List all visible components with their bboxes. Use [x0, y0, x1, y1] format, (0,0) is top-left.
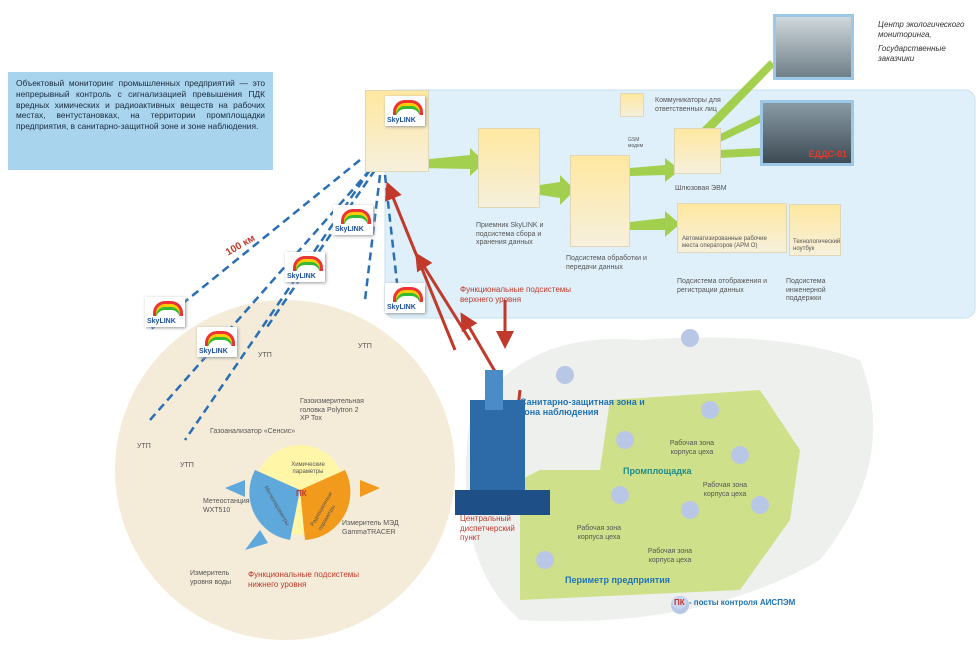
communicators-label: Коммуникаторы для ответственных лиц	[655, 97, 721, 113]
gamma-label: Измеритель МЭД GammaTRACER	[342, 520, 399, 536]
gas-head-label: Газоизмерительная головка Polytron 2 XP …	[300, 398, 364, 422]
processing-rack	[570, 155, 630, 247]
skylink-logo: SkyLINK	[145, 297, 185, 327]
central-dispatch-label: Центральный диспетчерский пункт	[460, 514, 515, 542]
notebook: Технологический ноутбук	[789, 204, 841, 256]
pk-center-label: ПК	[296, 489, 307, 498]
aispem-posts	[536, 329, 769, 614]
water-label: Измеритель уровня воды	[190, 570, 232, 586]
utp-label: УТП	[137, 443, 151, 450]
central-building	[455, 370, 550, 515]
communicator-device	[620, 93, 644, 117]
receiver-label: Приемник SkyLINK и подсистема сбора и хр…	[476, 222, 544, 246]
legend-text: - посты контроля	[688, 598, 758, 607]
gateway-label: Шлюзовая ЭВМ	[675, 185, 727, 192]
processing-label: Подсистема обработки и передачи данных	[566, 255, 647, 271]
skylink-logo: SkyLINK	[285, 252, 325, 282]
arm-workstations: Автоматизированные рабочие места операто…	[677, 203, 787, 253]
display-label: Подсистема отображения и регистрации дан…	[677, 278, 767, 294]
receiver-rack	[478, 128, 540, 208]
chem-params-label: Химические параметры	[291, 462, 325, 475]
monitoring-center-photo	[773, 14, 854, 80]
engineering-label: Подсистема инженерной поддержки	[786, 278, 826, 302]
customers-label: Государственные заказчики	[878, 44, 946, 63]
meteo-label: Метеостанция WXT510	[203, 498, 250, 514]
workzone-label: Рабочая зона корпуса цеха	[647, 548, 693, 564]
industrial-site-label: Промплощадка	[623, 466, 692, 476]
perimeter-label: Периметр предприятия	[565, 575, 671, 585]
legend-pk-icon: ПК	[672, 596, 687, 609]
arm-label: Автоматизированные рабочие места операто…	[682, 236, 767, 249]
utp-label: УТП	[258, 352, 272, 359]
upper-level-label: Функциональные подсистемы верхнего уровн…	[460, 285, 572, 304]
skylink-logo: SkyLINK	[385, 283, 425, 313]
industrial-zone	[520, 390, 800, 600]
utp-label: УТП	[358, 343, 372, 350]
gateway-computer	[674, 128, 721, 174]
gsm-label: GSM модем	[628, 137, 644, 149]
gas-analyzer-label: Газоанализатор «Сенсис»	[210, 428, 296, 435]
lower-level-label: Функциональные подсистемы нижнего уровня	[248, 570, 360, 589]
skylink-logo: SkyLINK	[385, 96, 425, 126]
workzone-label: Рабочая зона корпуса цеха	[669, 440, 715, 456]
skylink-logo: SkyLINK	[333, 205, 373, 235]
sector-wheel	[225, 445, 380, 550]
description-box: Объектовый мониторинг промышленных предп…	[8, 72, 273, 170]
sanitary-zone-label: Санитарно-защитная зона и зона наблюдени…	[520, 397, 645, 417]
edds-label: ЕДДС-01	[808, 149, 847, 159]
utp-label: УТП	[180, 462, 194, 469]
legend-system: АИСПЭМ	[759, 598, 796, 607]
workzone-label: Рабочая зона корпуса цеха	[702, 482, 748, 498]
edds-photo: ЕДДС-01	[760, 100, 854, 166]
skylink-logo: SkyLINK	[197, 327, 237, 357]
notebook-label: Технологический ноутбук	[793, 239, 841, 252]
monitoring-center-label: Центр экологического мониторинга,	[878, 20, 965, 39]
workzone-label: Рабочая зона корпуса цеха	[576, 525, 622, 541]
legend: ПК - посты контроля АИСПЭМ	[672, 596, 796, 609]
